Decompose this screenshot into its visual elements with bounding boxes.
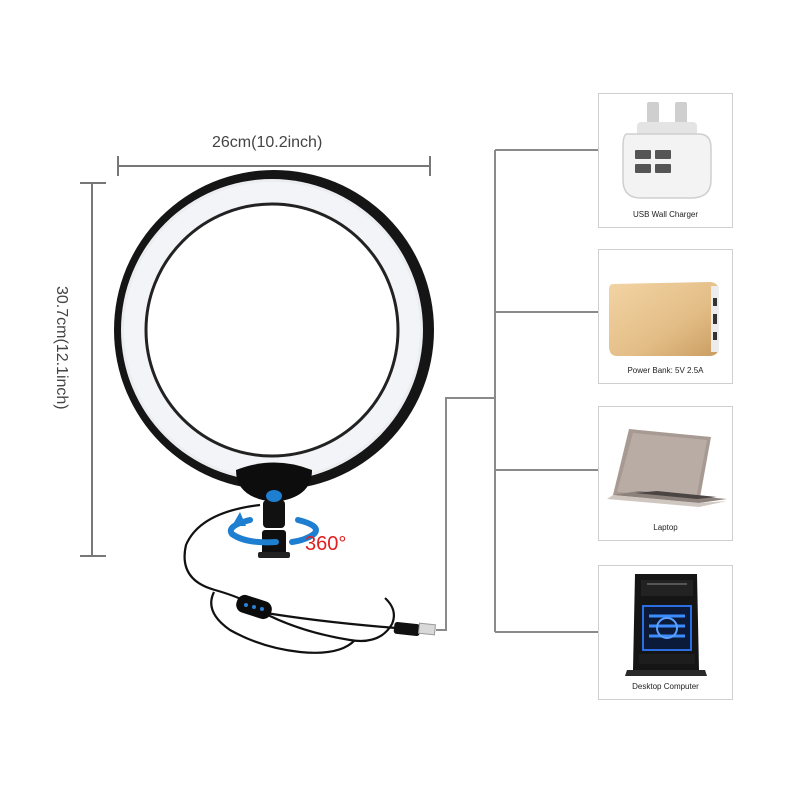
usb-plug [393,621,437,637]
height-dimension-label: 30.7cm(12.1inch) [52,286,70,410]
device-card-desktop-computer: Desktop Computer [598,565,733,700]
inline-switch [236,594,272,620]
width-dimension-label: 26cm(10.2inch) [212,134,323,151]
rotation-label: 360° [305,533,347,555]
device-label: Laptop [653,523,678,532]
device-card-power-bank: Power Bank: 5V 2.5A [598,249,733,384]
power-bank-icon [609,282,719,356]
device-label: USB Wall Charger [632,210,699,219]
desktop-computer-icon [625,574,707,676]
usb-cable [183,503,397,654]
device-label: Power Bank: 5V 2.5A [627,366,704,375]
height-dimension-line [80,182,106,557]
connector-lines [436,149,598,633]
device-label: Desktop Computer [632,682,699,691]
device-card-laptop: Laptop [598,406,733,541]
usb-wall-charger-icon [622,102,712,199]
width-dimension-line [117,156,431,176]
height-dimension-text: 30.7cm(12.1inch) [53,286,70,410]
ring-light [114,170,434,502]
rotation-arrow-icon [227,512,319,546]
ball-head-mount [258,490,290,558]
device-card-usb-wall-charger: USB Wall Charger [598,93,733,228]
laptop-icon [607,429,727,507]
